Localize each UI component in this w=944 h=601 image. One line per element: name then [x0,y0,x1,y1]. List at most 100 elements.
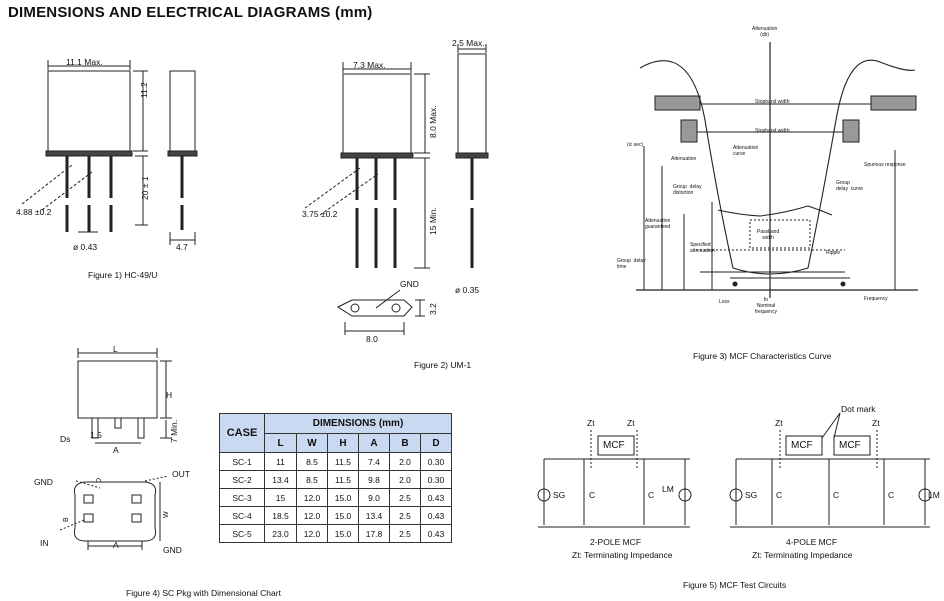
fig4-gnd2-label: GND [163,545,182,555]
fig4-dim-d-label: D [96,477,103,483]
table-cell: 8.5 [296,470,328,489]
fig2-gnd-label: GND [400,279,419,289]
table-cell: 0.43 [420,488,452,507]
table-cell: 9.8 [358,470,390,489]
fig4-1-5-label: 1.5 [90,430,102,440]
table-cell: 12.0 [296,488,328,507]
fig3-attenuation-guaranteed-label: Attenuation guaranteed [645,218,671,230]
fig5-c-label-4: C [833,490,840,500]
table-cell: 23.0 [264,524,297,543]
fig4-out-label: OUT [172,469,190,479]
fig3-attenuation-db-label: Attenuation (db) [752,26,778,38]
fig3-group-delay-curve-label: Group delay curve [836,180,863,192]
table-cell: 18.5 [264,506,297,525]
fig3-passband-label: Passband width [757,229,780,241]
table-col-header-h: H [327,433,359,453]
fig2-base-height-label: 3.2 [428,303,438,315]
fig2-width-label: 7.3 Max. [353,60,386,70]
table-cell: 0.30 [420,452,452,471]
table-cell: 15 [264,488,297,507]
fig4-caption: Figure 4) SC Pkg with Dimensional Chart [126,588,281,598]
table-cell: 11.5 [327,470,359,489]
fig5-zt-desc-1: Zt: Terminating Impedance [572,550,673,560]
fig3-specified-attenuation-label: Specified attenuation [690,242,715,254]
fig5-dot-mark-label: Dot mark [841,404,876,414]
fig1-width-label: 11.1 Max. [66,57,103,67]
fig5-c-label-2: C [648,490,655,500]
table-cell: 2.0 [389,452,421,471]
fig5-zt-label-3: Zt [775,418,783,428]
fig5-mcf-label-2pole: MCF [603,440,625,451]
fig5-sg-label-1: SG [553,490,566,500]
page-title: DIMENSIONS AND ELECTRICAL DIAGRAMS (mm) [8,4,373,21]
table-cell: 12.0 [296,506,328,525]
table-cell: 15.0 [327,488,359,507]
fig1-side-width-label: 4.7 [176,242,188,252]
table-cell: 15.0 [327,524,359,543]
fig2-base-width-label: 8.0 [366,334,378,344]
fig3-group-delay-distortion-label: Group delay distortion [673,184,702,196]
fig5-c-label-1: C [589,490,596,500]
fig3-caption: Figure 3) MCF Characteristics Curve [693,351,832,361]
fig4-l-label: L [113,344,118,354]
table-cell: 13.4 [358,506,390,525]
table-cell: 15.0 [327,506,359,525]
fig1-lead-diameter-label: ø 0.43 [73,242,98,252]
table-cell: 11.5 [327,452,359,471]
fig5-zt-label-2: Zt [627,418,635,428]
fig2-side-width-label: 2.5 Max. [452,38,485,48]
fig1-caption: Figure 1) HC-49/U [88,270,158,280]
fig3-attenuation-curve-label: Attenuation curve [733,145,759,157]
table-col-header-b: B [389,433,421,453]
fig2-lead-diameter-label: ø 0.35 [455,285,480,295]
hc49u-base-front [45,150,133,157]
table-cell: 11 [264,452,297,471]
fig3-attenuation-label: Attenuation [671,156,697,162]
fig5-lm-label-2: LM [928,490,940,500]
fig3-frequency-label: Frequency [864,296,888,302]
fig1-height-label: 11.2 [139,82,149,98]
fig4-in-label: IN [40,538,49,548]
fig2-caption: Figure 2) UM-1 [414,360,472,370]
table-cell: 2.5 [389,506,421,525]
fig2-pitch-label: 3.75 ±0.2 [302,209,338,219]
table-cell: 7.4 [358,452,390,471]
fig1-pitch-label: 4.88 ±0.2 [16,207,52,217]
fig5-zt-label-4: Zt [872,418,880,428]
fig5-mcf-label-4pole-1: MCF [791,440,813,451]
fig4-gnd1-label: GND [34,477,53,487]
table-cell: 2.0 [389,470,421,489]
fig5-4pole-label: 4-POLE MCF [786,537,838,547]
fig5-c-label-3: C [776,490,783,500]
fig5-lm-label-1: LM [662,484,674,494]
fig4-7min-label: 7 Min. [169,419,179,443]
table-cell-case: SC-4 [219,506,265,525]
table-cell-case: SC-5 [219,524,265,543]
table-col-header-w: W [296,433,328,453]
table-col-header-a: A [358,433,390,453]
table-dimensions-header: DIMENSIONS (mm) [264,412,452,435]
fig5-zt-desc-2: Zt: Terminating Impedance [752,550,853,560]
fig3-ic-sec-label: (ic sec) [627,142,644,148]
table-cell-case: SC-2 [219,470,265,489]
fig1-lead-length-label: 20 ± 1 [140,176,150,200]
fig3-loss-label: Loss [719,299,730,305]
fig4-dim-w-label: W [163,511,170,518]
table-cell-case: SC-3 [219,488,265,507]
fig4-dim-b-label: B [63,517,70,522]
table-cell: 2.5 [389,488,421,507]
fig3-spurious-label: Spurious response [864,162,906,168]
fig5-caption: Figure 5) MCF Test Circuits [683,580,787,590]
fig4-a-label: A [113,445,119,455]
fig5-2pole-label: 2-POLE MCF [590,537,642,547]
table-cell: 0.30 [420,470,452,489]
fig3-stopband-label-1: Stopband width [755,99,790,105]
table-case-header: CASE [219,413,265,453]
fig2-lead-length-label: 15 Min. [428,207,438,235]
fig3-nominal-frequency-label: fo Nominal frequency [755,297,777,315]
fig5-c-label-5: C [888,490,895,500]
